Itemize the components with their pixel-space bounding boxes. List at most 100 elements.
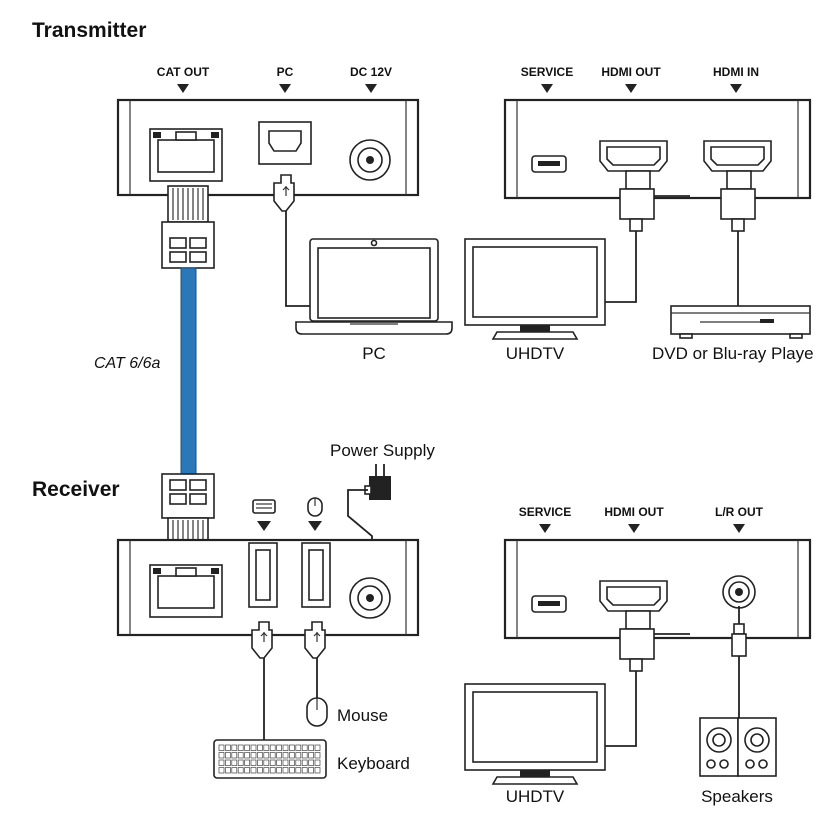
mouse-icon: [307, 497, 323, 517]
label-tx-hdmi-out: HDMI OUT: [601, 65, 661, 79]
keyboard-key: [282, 767, 289, 774]
cat-cable: [180, 267, 197, 475]
transmitter-rear-panel: [503, 98, 812, 200]
keyboard-icon: [252, 499, 276, 514]
label-dc-12v: DC 12V: [350, 65, 392, 79]
cat-cable-label: CAT 6/6a: [94, 355, 161, 372]
hdmi-plug-icon: [619, 170, 690, 232]
keyboard-key: [314, 752, 321, 759]
keyboard-key: [231, 744, 238, 751]
keyboard-key: [301, 767, 308, 774]
keyboard-key: [295, 744, 302, 751]
keyboard-key: [257, 744, 263, 751]
keyboard-label: Keyboard: [337, 754, 410, 773]
keyboard-key: [218, 752, 225, 759]
mouse-icon: [306, 697, 328, 727]
audio-jack-icon: [722, 575, 756, 609]
dc-jack-icon: [349, 139, 391, 181]
rj45-plug-icon: [161, 185, 215, 269]
keyboard-key: [263, 752, 270, 759]
keyboard-key: [289, 759, 295, 766]
keyboard-key: [257, 752, 263, 759]
keyboard-key: [308, 752, 314, 759]
keyboard-key: [250, 767, 257, 774]
rj45-port-icon: [149, 564, 223, 618]
keyboard-key: [257, 759, 263, 766]
keyboard-key: [225, 759, 231, 766]
power-supply-label: Power Supply: [330, 441, 435, 460]
keyboard-key: [308, 744, 314, 751]
label-cat-out: CAT OUT: [157, 65, 210, 79]
power-adapter-icon: [364, 464, 391, 500]
receiver-front-panel: [116, 538, 420, 637]
keyboard-key: [263, 744, 270, 751]
keyboard-key: [314, 744, 321, 751]
keyboard-key: [225, 752, 231, 759]
laptop-icon: [295, 238, 453, 335]
micro-usb-port-icon: [531, 595, 567, 613]
keyboard-key: [225, 744, 231, 751]
transmitter-title: Transmitter: [32, 19, 146, 42]
keyboard-key: [301, 752, 308, 759]
keyboard-key: [295, 759, 302, 766]
audio-plug-icon: [731, 606, 747, 657]
keyboard-key: [282, 752, 289, 759]
arrow-down-icon: [730, 84, 742, 93]
keyboard-key: [244, 759, 250, 766]
label-tx-service: SERVICE: [521, 65, 573, 79]
keyboard-key: [289, 744, 295, 751]
arrow-down-icon: [365, 84, 377, 93]
usb-a-port-icon: [301, 542, 331, 608]
keyboard-key: [314, 767, 321, 774]
keyboard-key: [218, 744, 225, 751]
keyboard-key: [250, 744, 257, 751]
rx-tv-label: UHDTV: [506, 787, 565, 806]
bluray-player-icon: [670, 305, 811, 339]
arrow-down-icon: [279, 84, 291, 93]
keyboard-key: [308, 759, 314, 766]
usb-a-port-icon: [248, 542, 278, 608]
hdmi-port-icon: [599, 580, 668, 612]
keyboard-key: [263, 759, 270, 766]
hdmi-plug-icon: [619, 610, 690, 672]
speakers-icon: [699, 717, 777, 777]
hdmi-plug-icon: [720, 170, 756, 232]
keyboard-key: [282, 759, 289, 766]
hdmi-cable: [605, 231, 637, 303]
keyboard-key: [276, 767, 282, 774]
tv-icon: [464, 683, 606, 785]
keyboard-key: [250, 752, 257, 759]
label-rx-lr-out: L/R OUT: [715, 505, 764, 519]
keyboard-key: [244, 767, 250, 774]
keyboard-key: [269, 767, 276, 774]
player-label: DVD or Blu-ray Playe: [652, 344, 814, 363]
keyboard-key: [276, 759, 282, 766]
keyboard-key: [231, 752, 238, 759]
keyboard-key: [269, 752, 276, 759]
keyboard-key: [237, 744, 244, 751]
arrow-down-icon: [177, 84, 189, 93]
keyboard-key: [263, 767, 270, 774]
speakers-label: Speakers: [701, 787, 773, 806]
receiver-title: Receiver: [32, 478, 120, 501]
transmitter-front-panel: [116, 98, 420, 197]
keyboard-key: [237, 759, 244, 766]
tv-icon: [464, 238, 606, 340]
keyboard-key: [231, 767, 238, 774]
arrow-down-icon: [625, 84, 637, 93]
arrow-down-icon: [308, 521, 322, 531]
arrow-down-icon: [257, 521, 271, 531]
keyboard-key: [276, 752, 282, 759]
hdmi-port-icon: [599, 140, 668, 172]
keyboard-key: [295, 767, 302, 774]
keyboard-key: [237, 752, 244, 759]
keyboard-key: [269, 744, 276, 751]
keyboard-key: [276, 744, 282, 751]
keyboard-key: [289, 752, 295, 759]
keyboard-key: [218, 767, 225, 774]
pc-device-label: PC: [362, 344, 386, 363]
label-rx-service: SERVICE: [519, 505, 571, 519]
keyboard-key: [250, 759, 257, 766]
keyboard-key: [289, 767, 295, 774]
